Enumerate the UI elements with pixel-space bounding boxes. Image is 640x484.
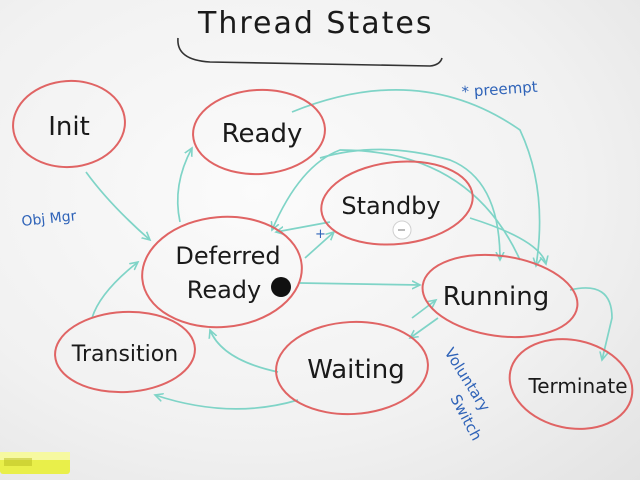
state-running: Running xyxy=(421,253,579,339)
preempt-note: * preempt xyxy=(461,78,538,101)
arrow-waiting-to-running xyxy=(411,300,436,319)
obj-mgr-note: Obj Mgr xyxy=(21,208,78,230)
state-ready: Ready xyxy=(192,88,326,176)
state-deferred-ready: Deferred Ready xyxy=(141,215,303,329)
black-magnet xyxy=(271,277,291,297)
transition-arrows xyxy=(85,89,613,410)
arrow-deferred-to-standby xyxy=(304,232,334,259)
state-deferred-label-line1: Deferred xyxy=(175,242,280,270)
state-transition-label: Transition xyxy=(71,342,178,367)
title-underline xyxy=(177,37,443,67)
state-terminate-label: Terminate xyxy=(527,374,627,398)
arrow-deferred-to-ready xyxy=(176,148,192,223)
arrow-transition-to-deferred xyxy=(91,262,138,319)
state-running-label: Running xyxy=(443,282,550,312)
state-waiting-label: Waiting xyxy=(307,355,405,385)
diagram-title: Thread States xyxy=(197,6,433,41)
state-transition: Transition xyxy=(54,310,196,394)
plus-note: + xyxy=(315,227,326,242)
state-terminate: Terminate xyxy=(508,338,634,430)
arrow-waiting-to-transition xyxy=(155,395,299,410)
arrow-ready-preempt-to-running xyxy=(291,89,540,266)
eraser xyxy=(0,452,70,474)
state-init-label: Init xyxy=(48,112,90,142)
state-standby-label: Standby xyxy=(341,192,440,220)
state-standby: Standby xyxy=(320,160,474,246)
arrow-waiting-to-deferred xyxy=(210,330,279,373)
arrow-init-to-deferred xyxy=(85,171,150,240)
arrow-standby-to-running xyxy=(469,217,546,264)
state-deferred-label-line2: Ready xyxy=(187,276,262,304)
arrow-standby-to-deferred xyxy=(276,221,331,232)
state-init: Init xyxy=(12,79,126,169)
arrow-running-to-waiting xyxy=(410,317,439,338)
state-waiting: Waiting xyxy=(275,320,429,416)
arrow-running-to-terminate xyxy=(569,287,613,360)
arrow-deferred-to-running xyxy=(299,283,420,285)
arrow-running-to-deferred-long xyxy=(272,149,521,261)
state-ready-label: Ready xyxy=(222,119,303,149)
